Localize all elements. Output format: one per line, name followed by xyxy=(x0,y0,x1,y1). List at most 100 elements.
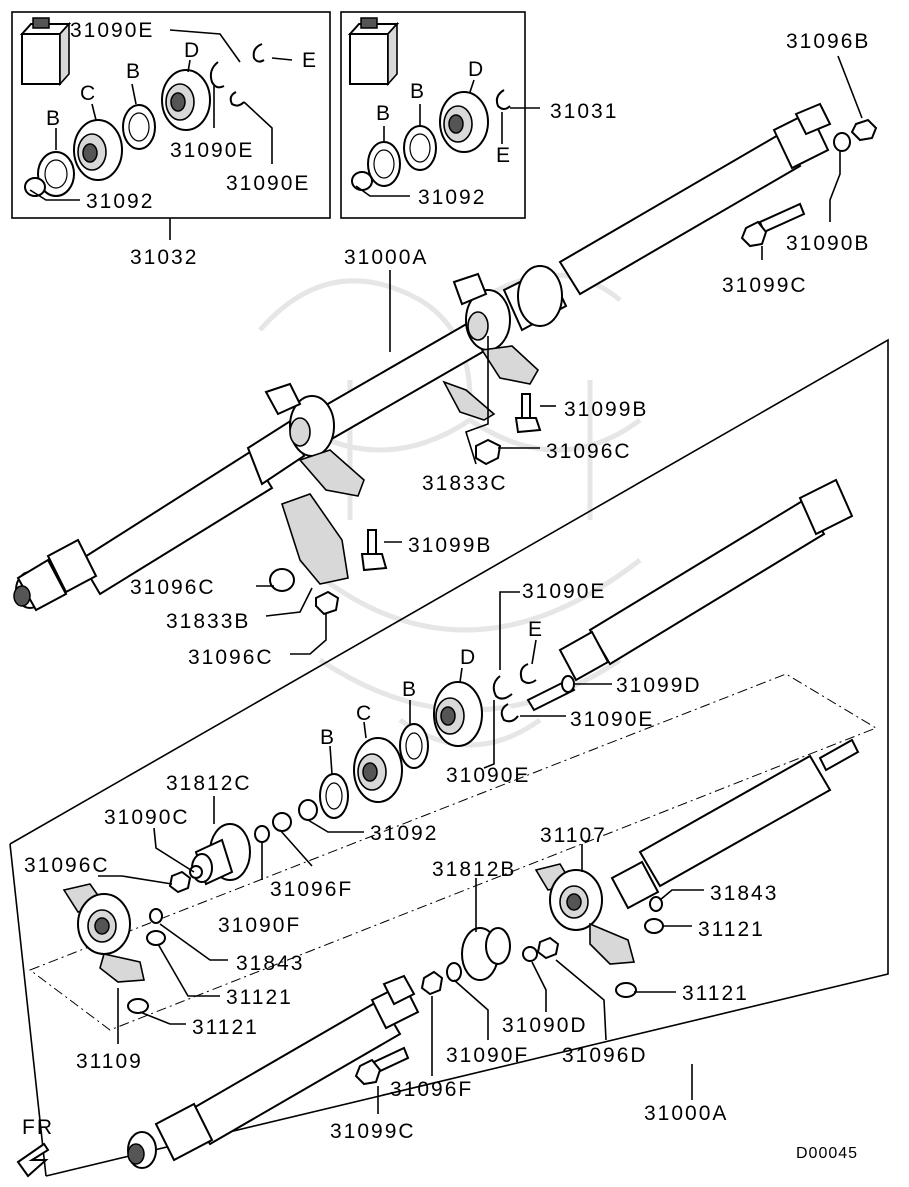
bolt-icon xyxy=(354,1046,410,1086)
clip-icon xyxy=(209,61,225,89)
arrow-down-left-icon xyxy=(16,1142,50,1178)
boot-ring-icon xyxy=(403,125,437,171)
left-kit-box: 31090E E D B C B 31090E 31090E 31092 310… xyxy=(11,11,331,269)
snap-ring-icon xyxy=(24,177,46,197)
lower-panel: 31090E E D 31099D B 31090E C B 31090E 31… xyxy=(9,338,889,1177)
part-label: 31833C xyxy=(422,472,508,495)
part-label: 31090E xyxy=(446,764,530,787)
part-label: 31096F xyxy=(390,1078,473,1101)
part-label: 31090E xyxy=(522,580,606,603)
clip-icon xyxy=(500,703,519,723)
part-label: 31092 xyxy=(370,822,438,845)
heat-shield-icon xyxy=(442,380,496,421)
washer-icon xyxy=(272,812,292,832)
bolt-icon xyxy=(514,393,542,434)
heat-shield-icon xyxy=(281,493,349,585)
letter-label: C xyxy=(356,702,373,725)
letter-label: E xyxy=(496,144,512,167)
letter-label: B xyxy=(320,726,336,749)
bolt-icon xyxy=(740,202,806,248)
part-label: 31090E xyxy=(70,19,154,42)
part-label: 31092 xyxy=(86,190,154,213)
letter-label: D xyxy=(468,58,485,81)
clip-icon xyxy=(252,43,265,63)
part-label: 31090F xyxy=(446,1044,529,1067)
boot-ring-icon xyxy=(37,151,75,197)
part-label: 31096C xyxy=(546,440,632,463)
part-label: 31096B xyxy=(786,30,870,53)
part-label: 31090E xyxy=(570,708,654,731)
part-label: 31096C xyxy=(130,576,216,599)
part-label: 31109 xyxy=(76,1050,143,1073)
hex-nut-icon xyxy=(315,590,340,616)
bushing-icon xyxy=(146,930,166,946)
front-yoke-icon xyxy=(13,538,98,612)
diagram-code: D00045 xyxy=(796,1145,858,1162)
letter-label: D xyxy=(460,646,477,669)
letter-label: D xyxy=(184,39,201,62)
part-label: 31096C xyxy=(24,854,110,877)
clip-icon xyxy=(495,89,511,110)
upper-propeller-shaft: 31000A 31096B 31090B 31099C 31099B 31096… xyxy=(13,30,878,669)
part-label: 31099C xyxy=(722,274,808,297)
part-label: 31812B xyxy=(432,858,516,881)
hex-nut-icon xyxy=(536,936,560,960)
front-direction-marker: FR xyxy=(16,1116,54,1178)
part-label: 31000A xyxy=(344,246,428,269)
front-marker-label: FR xyxy=(22,1116,54,1139)
part-label: 31099B xyxy=(408,534,492,557)
letter-label: C xyxy=(80,82,97,105)
hex-nut-icon xyxy=(168,870,192,894)
letter-label: B xyxy=(126,60,142,83)
rear-yoke-icon xyxy=(798,478,854,536)
part-label: 31121 xyxy=(682,982,749,1005)
center-joint-icon xyxy=(246,382,335,486)
part-label: 31833B xyxy=(166,610,250,633)
part-label: 31092 xyxy=(418,186,486,209)
part-label: 31090E xyxy=(170,139,254,162)
bushing-icon xyxy=(127,998,149,1014)
assembly-label: 31031 xyxy=(550,100,618,123)
letter-label: B xyxy=(46,107,62,130)
boot-ring-icon xyxy=(367,141,401,187)
part-label: 31099C xyxy=(330,1120,416,1143)
bolt-icon xyxy=(360,529,388,572)
clip-icon xyxy=(492,675,513,700)
part-label: 31099D xyxy=(616,674,702,697)
letter-label: E xyxy=(528,618,544,641)
bearing-bracket-icon xyxy=(298,449,365,497)
part-label: 31096F xyxy=(270,878,353,901)
center-bearing-icon xyxy=(62,883,145,983)
clip-icon xyxy=(519,663,537,684)
hex-nut-icon xyxy=(475,438,502,466)
boot-ring-icon xyxy=(319,773,349,819)
part-label: 31090B xyxy=(786,232,870,255)
letter-label: B xyxy=(402,678,418,701)
hex-nut-icon xyxy=(850,118,878,142)
bearing-icon xyxy=(353,737,403,803)
housing-icon xyxy=(433,681,483,747)
center-bearing-icon xyxy=(534,863,636,965)
snap-ring-icon xyxy=(298,799,318,821)
right-kit-box: D B B E 31031 31092 xyxy=(340,11,618,219)
part-label: 31090F xyxy=(218,914,301,937)
washer-icon xyxy=(522,946,538,962)
part-label: 31121 xyxy=(698,918,765,941)
clip-icon xyxy=(229,91,245,107)
letter-label: B xyxy=(376,102,392,125)
bushing-icon xyxy=(615,982,637,998)
stopper-icon xyxy=(149,908,163,924)
housing-icon xyxy=(161,69,211,131)
rear-yoke-icon xyxy=(772,102,832,170)
front-yoke-icon xyxy=(127,974,420,1169)
washer-icon xyxy=(833,132,851,152)
housing-icon xyxy=(439,91,489,153)
part-label: 31107 xyxy=(540,824,607,847)
part-label: 31000A xyxy=(644,1102,728,1125)
grease-tube-icon xyxy=(347,17,400,87)
part-label: 31096C xyxy=(188,646,274,669)
washer-icon xyxy=(446,962,462,982)
letter-label: B xyxy=(410,80,426,103)
bushing-icon xyxy=(644,918,664,934)
